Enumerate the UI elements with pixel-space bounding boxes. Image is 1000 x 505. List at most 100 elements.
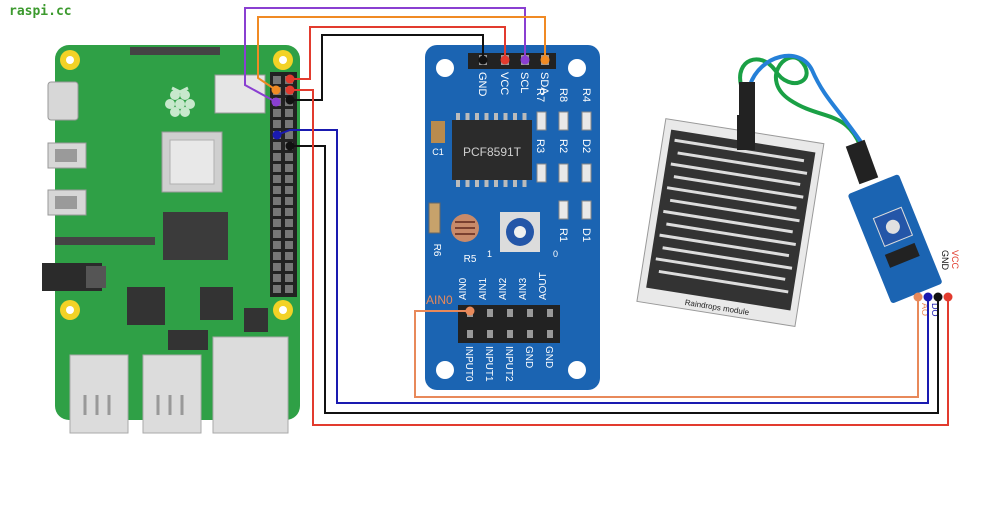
gpio-pin [273,197,281,205]
gpio-pin [285,153,293,161]
gpio-pin [285,186,293,194]
gpio-pin [285,230,293,238]
component-label: D1 [580,228,592,242]
gpio-pin [285,120,293,128]
gpio-pin [285,175,293,183]
analog-pin [547,330,553,338]
analog-bottom-label: GND [543,346,554,368]
wire-red-module-vcc [290,89,949,426]
adc-header-label: GND [476,72,488,97]
analog-bottom-label: INPUT1 [483,346,494,382]
gpio-pin [273,241,281,249]
gpio-pin [273,274,281,282]
adc-header-label: SCL [518,72,530,93]
component-label: R4 [580,88,592,102]
wire-red-vcc [290,26,506,80]
gpio-pin [273,153,281,161]
analog-pin [507,330,513,338]
analog-bottom-label: INPUT0 [463,346,474,382]
analog-pin [527,330,533,338]
potentiometer [500,212,540,252]
gpio-pin [273,109,281,117]
gpio-pin [273,219,281,227]
component-label: R2 [557,139,569,153]
module-pin-label: GND [940,250,950,271]
analog-bottom-label: INPUT2 [503,346,514,382]
analog-header-labels: AIN0 AIN1 AIN2 AIN3 AOUT INPUT0 INPUT1 INPUT2 GN… [458,272,554,382]
gpio-pin [285,219,293,227]
component-label: R3 [534,139,546,153]
wire-orange-ao [414,297,919,398]
pot-label-1: 1 [487,249,492,259]
gpio-pin [273,164,281,172]
analog-top-label: AIN1 [478,277,489,300]
ldr-sensor [451,214,479,242]
component-label: R7 [534,88,546,102]
module-pin-label: AO [920,303,930,316]
gpio-pin [285,131,293,139]
pot-label-0: 0 [553,249,558,259]
gpio-pin [273,175,281,183]
gpio-pin [285,263,293,271]
c1-label: C1 [432,147,444,157]
wire-blue-do [276,129,929,404]
module-pin-label: DO [930,303,940,317]
component-label: R8 [557,88,569,102]
wire-orange-sda [257,16,546,91]
analog-pin [547,309,553,317]
r6-label: R6 [431,244,442,257]
gpio-pin [285,274,293,282]
wires [244,7,949,426]
gpio-pin [273,252,281,260]
gpio-pin [285,241,293,249]
gpio-pin [273,208,281,216]
gpio-pin [285,164,293,172]
wire-black-gnd [290,34,484,101]
analog-top-label: AIN2 [498,277,509,300]
site-label: raspi.cc [9,4,72,19]
gpio-pin [285,109,293,117]
rain-sensor-cable [738,53,879,185]
gpio-pin [273,120,281,128]
analog-pin [507,309,513,317]
analog-pin [487,330,493,338]
raspberry-pi-board [42,45,300,434]
analog-pin [527,309,533,317]
adc-header-label: VCC [498,72,510,95]
rain-sensor-plate: RD Raindrops module [636,115,825,327]
gpio-pin [285,197,293,205]
r5-label: R5 [464,254,477,265]
analog-pin [467,330,473,338]
gpio-pin [285,252,293,260]
analog-top-label: AOUT [538,272,549,300]
analog-bottom-label: GND [523,346,534,368]
gpio-pin [273,142,281,150]
adc-header-labels: GND VCC SCL SDA [476,72,550,97]
gpio-pin [285,208,293,216]
analog-top-label: AIN0 [458,277,469,300]
raspberry-logo-icon [165,86,195,117]
component-label: D2 [580,139,592,153]
component-label: R1 [557,228,569,242]
ain0-highlight-label: AIN0 [426,293,453,307]
gpio-pin [273,263,281,271]
gpio-pin [273,186,281,194]
wire-black-module-gnd [290,145,939,414]
adc-header-label: SDA [538,72,550,95]
analog-top-label: AIN3 [518,277,529,300]
analog-pin [487,309,493,317]
pcf8591-chip: PCF8591T [452,113,532,187]
chip-label: PCF8591T [463,145,522,159]
gpio-pin [285,285,293,293]
gpio-pin [273,285,281,293]
gpio-pin [273,230,281,238]
wire-purple-scl [244,7,526,103]
gpio-pin [273,76,281,84]
module-pin-label: VCC [950,250,960,270]
